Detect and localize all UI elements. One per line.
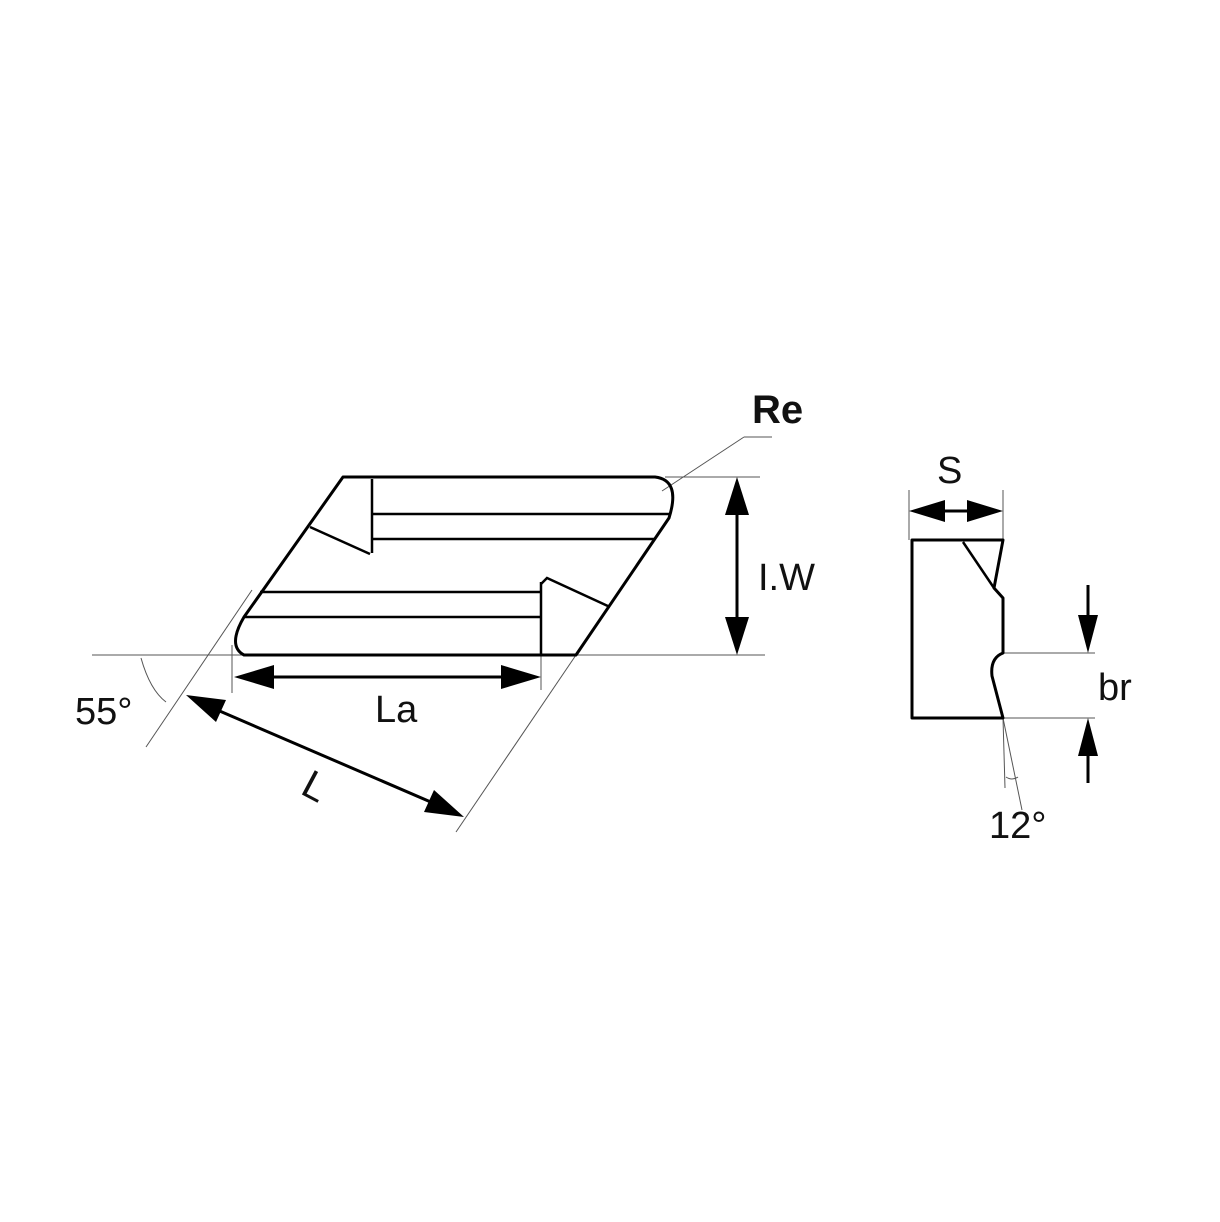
l-label: L <box>295 762 335 811</box>
top-chipbreaker <box>309 525 371 556</box>
side-chipbreaker-groove <box>961 541 996 589</box>
la-arrow-right <box>501 665 541 689</box>
iw-arrow-bottom <box>725 617 749 655</box>
iw-dimension <box>725 477 749 655</box>
s-arrow-right <box>967 500 1003 522</box>
re-label: Re <box>752 388 803 432</box>
angle-12-arc <box>1005 776 1019 780</box>
la-arrow-left <box>234 665 274 689</box>
l-arrow-lower <box>424 790 464 817</box>
br-label: br <box>1098 667 1132 709</box>
iw-label: I.W <box>758 557 815 599</box>
insert-grooves <box>244 479 669 655</box>
insert-outline <box>234 475 675 657</box>
angle-12-vertical <box>1002 717 1006 789</box>
side-extension-lines <box>908 490 1095 811</box>
re-leader-line <box>661 436 745 492</box>
angle-12-incline <box>1002 717 1023 811</box>
angle-55-label: 55° <box>75 691 132 733</box>
br-arrow-bottom <box>1078 718 1098 756</box>
extension-lines <box>92 436 772 833</box>
l-dimension <box>186 695 464 817</box>
s-label: S <box>937 450 962 492</box>
right-edge-extension <box>455 654 577 833</box>
insert-side-view: S br 12° <box>908 450 1132 847</box>
s-arrow-left <box>909 500 945 522</box>
br-dimension <box>1078 585 1098 783</box>
la-label: La <box>375 689 418 731</box>
iw-arrow-top <box>725 477 749 515</box>
la-dimension <box>234 665 541 689</box>
insert-top-view: Re I.W La 55° L <box>75 388 815 833</box>
l-arrow-upper <box>186 695 226 722</box>
br-arrow-top <box>1078 615 1098 653</box>
left-edge-extension <box>145 589 253 748</box>
bottom-chipbreaker <box>540 576 611 609</box>
s-dimension <box>909 500 1003 522</box>
side-profile-outline <box>910 538 1005 720</box>
angle-12-label: 12° <box>989 805 1046 847</box>
angle-55-arc <box>140 657 167 703</box>
